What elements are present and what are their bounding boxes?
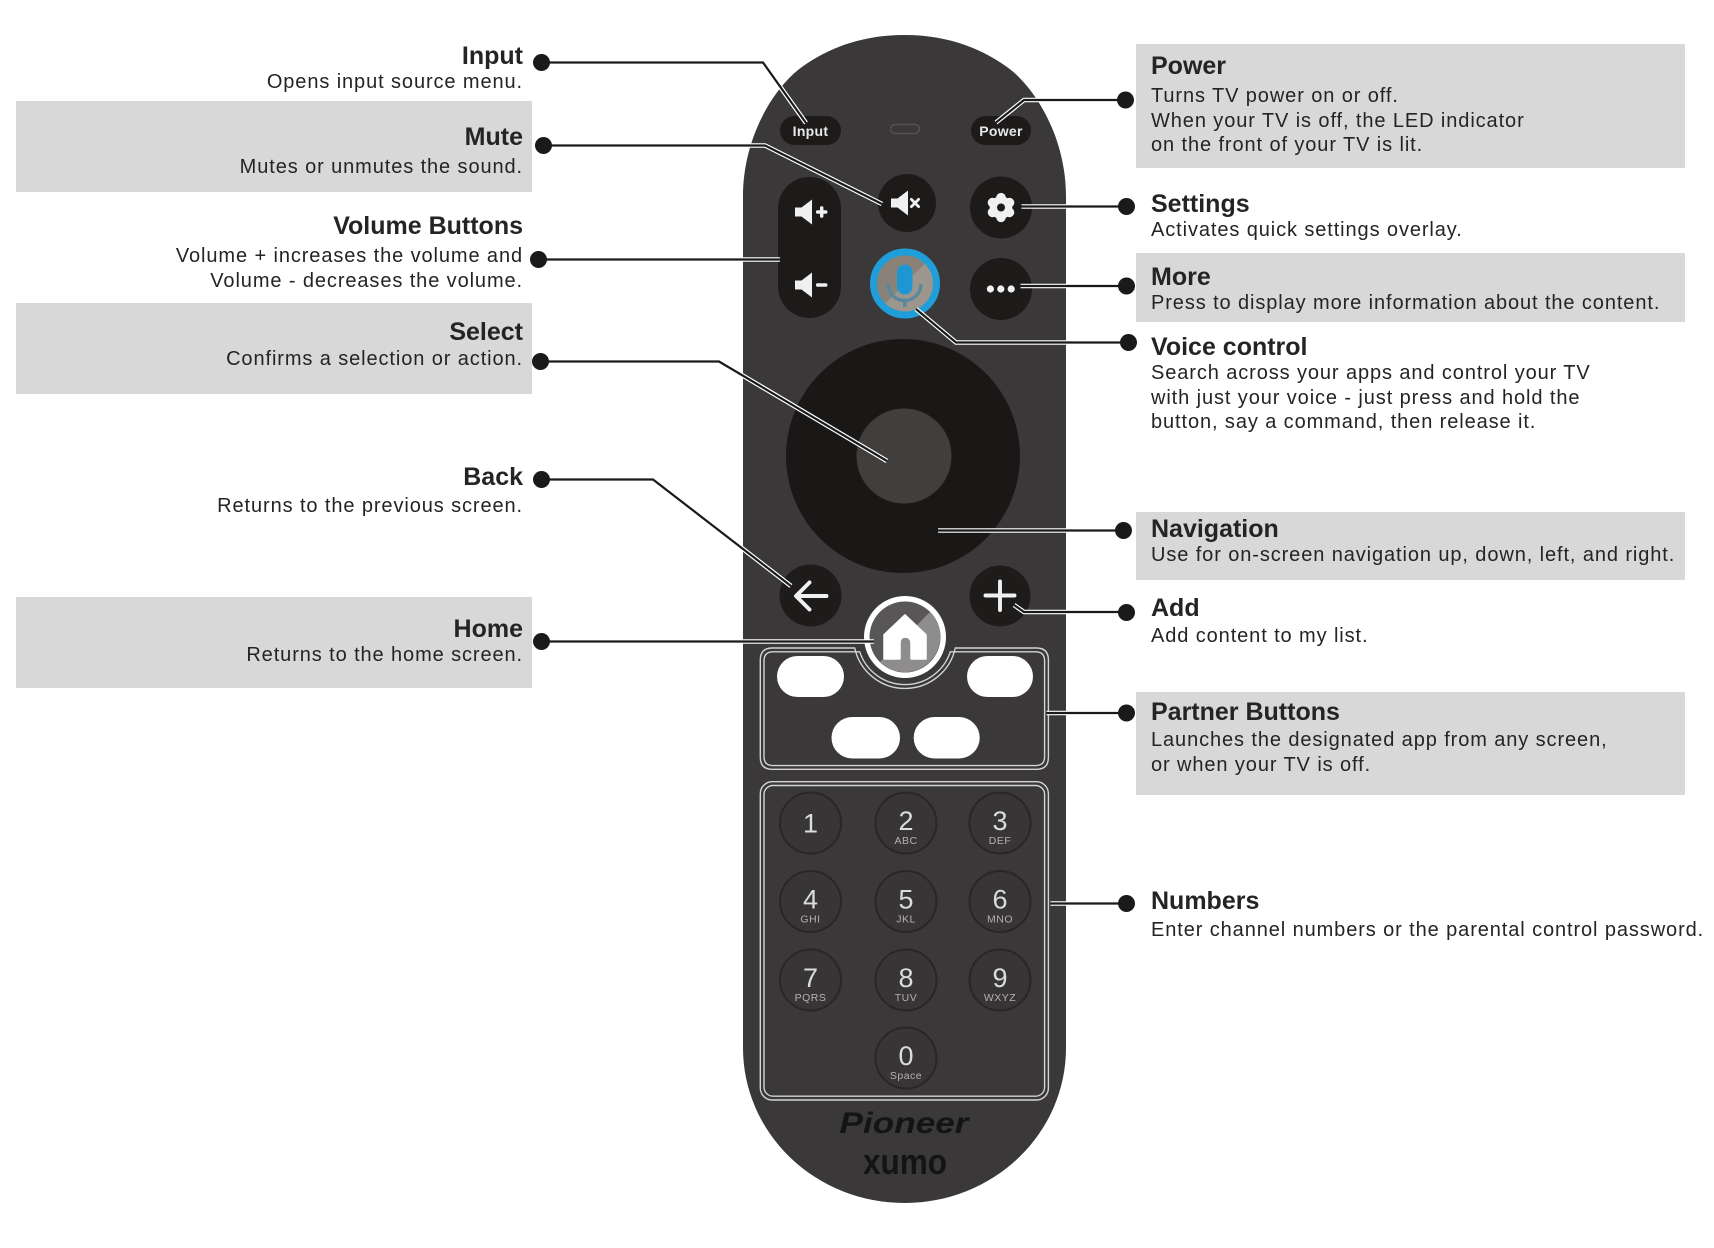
svg-text:3: 3 bbox=[992, 806, 1007, 836]
svg-text:Input: Input bbox=[793, 123, 829, 139]
svg-text:TUV: TUV bbox=[895, 992, 918, 1004]
svg-text:MNO: MNO bbox=[987, 914, 1013, 926]
svg-text:ABC: ABC bbox=[894, 835, 917, 847]
svg-text:9: 9 bbox=[992, 963, 1007, 993]
svg-text:4: 4 bbox=[803, 885, 818, 915]
svg-text:1: 1 bbox=[803, 809, 818, 839]
svg-text:xumo: xumo bbox=[863, 1141, 947, 1182]
svg-text:5: 5 bbox=[898, 885, 913, 915]
svg-text:8: 8 bbox=[898, 963, 913, 993]
svg-text:0: 0 bbox=[898, 1041, 913, 1071]
svg-text:2: 2 bbox=[898, 806, 913, 836]
svg-text:Pioneer: Pioneer bbox=[840, 1107, 972, 1140]
svg-text:Space: Space bbox=[890, 1070, 922, 1082]
svg-text:PQRS: PQRS bbox=[795, 992, 827, 1004]
svg-text:7: 7 bbox=[803, 963, 818, 993]
svg-text:6: 6 bbox=[992, 885, 1007, 915]
svg-text:JKL: JKL bbox=[896, 914, 916, 926]
svg-text:WXYZ: WXYZ bbox=[984, 992, 1016, 1004]
svg-text:GHI: GHI bbox=[800, 914, 820, 926]
svg-text:Power: Power bbox=[979, 123, 1023, 139]
svg-text:DEF: DEF bbox=[989, 835, 1012, 847]
